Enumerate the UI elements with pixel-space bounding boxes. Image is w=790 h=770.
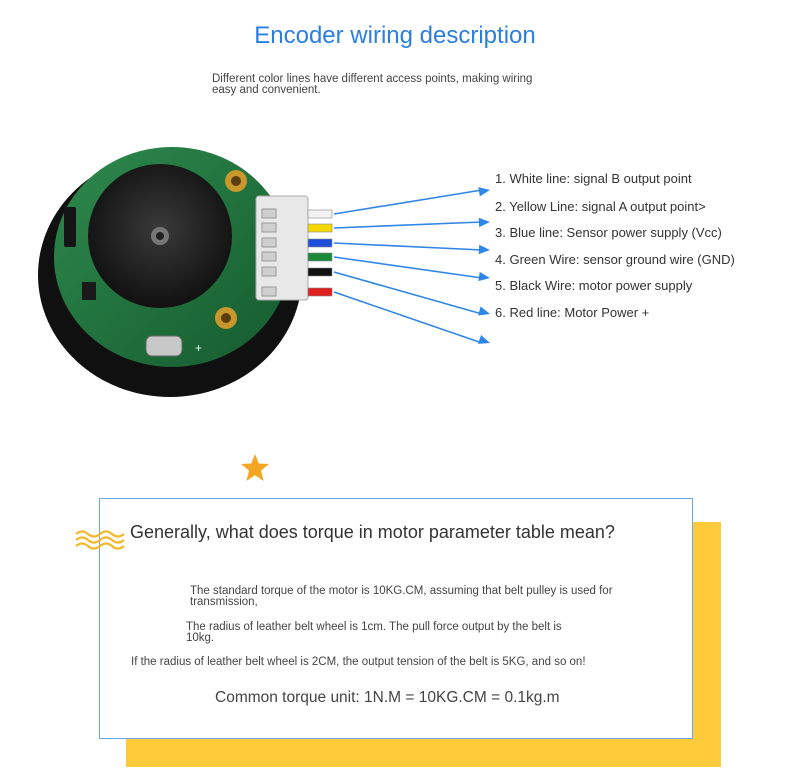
wire-arrow-line [333,242,483,251]
wire-stub [307,238,333,248]
connector-pin [261,222,277,233]
connector-pin [261,286,277,297]
wire-arrow-head [478,306,490,316]
connector-pin [261,237,277,248]
page-subtitle: Different color lines have different acc… [212,73,533,96]
wire-arrow-head [478,271,490,282]
wire-arrow-head [478,187,490,197]
wire-arrow-head [478,334,490,344]
wire-stub [307,209,333,219]
wire-arrow-head [478,217,490,228]
torque-paragraph-2: The radius of leather belt wheel is 1cm.… [186,621,562,644]
wire-label: 6. Red line: Motor Power + [495,305,650,320]
wire-label: 5. Black Wire: motor power supply [495,278,693,293]
sensor-chip [64,207,76,247]
wire-arrow-line [333,291,483,344]
wire-stub [307,267,333,277]
wave-icon [75,530,125,550]
connector-pin [261,251,277,262]
wire-label: 1. White line: signal B output point [495,171,692,186]
power-pad [145,335,183,357]
torque-formula: Common torque unit: 1N.M = 10KG.CM = 0.1… [215,689,560,706]
torque-heading: Generally, what does torque in motor par… [130,522,615,542]
encoder-photo: + [38,147,490,397]
wire-label: 4. Green Wire: sensor ground wire (GND) [495,252,735,267]
wire-arrow-line [333,189,483,215]
torque-paragraph-3: If the radius of leather belt wheel is 2… [131,656,586,668]
wire-arrow-line [333,256,483,279]
torque-paragraph-1: The standard torque of the motor is 10KG… [190,585,613,608]
page-title: Encoder wiring description [254,22,536,49]
connector-pin [261,208,277,219]
wire-arrow-line [333,271,483,315]
torque-info-box [99,498,693,739]
svg-text:+: + [195,341,202,355]
wire-stub [307,223,333,233]
wire-label: 3. Blue line: Sensor power supply (Vcc) [495,225,722,240]
star-icon [241,454,269,481]
wire-arrow-head [478,244,490,255]
connector-pin [261,266,277,277]
wire-arrow-line [333,221,483,229]
wire-stub [307,252,333,262]
wire-label: 2. Yellow Line: signal A output point> [495,199,706,214]
wire-stub [307,287,333,297]
